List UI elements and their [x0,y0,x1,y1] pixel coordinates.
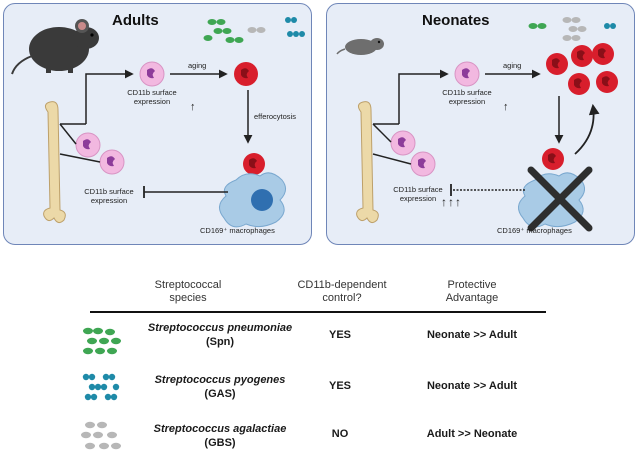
cd11b-label: CD11b surface expression [393,185,443,203]
bone-connector [59,153,101,163]
release-arrow [85,69,134,124]
bone-icon [43,101,66,224]
up-arrow-icon: ↑ [190,101,196,113]
release-arrow [398,69,449,124]
advantage-cell: Neonate >> Adult [426,380,518,392]
header-advantage: Protective Advantage [445,279,499,304]
bone-connector [372,123,392,143]
control-cell: YES [328,380,351,392]
macrophages-label: CD169⁺ macrophages [200,226,275,235]
gbs-bacteria-icon [81,421,121,450]
macrophage-icon [219,172,286,228]
gbs-bacteria-icon [247,27,266,33]
cd11b-label: CD11b surface expression [442,88,492,106]
gbs-bacteria-icon [562,17,587,41]
table-row: Streptococcus agalactiae [153,423,287,435]
neutrophil-icon [139,61,165,87]
aged-neutrophil-icon [243,153,265,175]
neutrophil-icon [454,61,480,87]
neutrophil-icon [75,132,101,158]
efferocytosis-label: efferocytosis [254,112,296,121]
panel-title: Neonates [422,12,490,29]
aged-neutrophil-icon [571,45,593,67]
table-row: Streptococcus pneumoniae [147,322,293,334]
aging-label: aging [503,61,522,70]
aging-label: aging [188,61,207,70]
table-rule [90,311,546,313]
adults-panel: Adults aging CD11b surface expression ↑ … [3,3,312,245]
triple-up-arrow-icon: ↑↑↑ [441,195,462,209]
header-species: Streptococcal species [154,279,222,304]
neonate-mouse-icon [336,38,384,55]
aged-neutrophil-icon [234,62,258,86]
control-cell: NO [331,428,349,440]
advantage-cell: Adult >> Neonate [426,428,518,440]
aged-neutrophil-icon [596,71,618,93]
header-control: CD11b-dependent control? [297,279,387,304]
spn-bacteria-icon [528,23,547,29]
panel-title: Adults [112,12,159,29]
macrophages-label: CD169⁺ macrophages [497,226,572,235]
bone-connector [59,123,77,145]
advantage-cell: Neonate >> Adult [426,329,518,341]
up-arrow-icon: ↑ [503,101,509,113]
aged-neutrophil-icon [542,148,564,170]
neutrophil-icon [390,130,416,156]
gas-bacteria-icon [604,23,616,29]
spn-bacteria-icon [83,327,121,355]
return-arrow [574,103,600,155]
species-abbr: (GAS) [204,388,236,400]
species-abbr: (Spn) [205,336,235,348]
species-abbr: (GBS) [204,437,236,449]
aged-neutrophil-icon [568,73,590,95]
cd11b-label: CD11b surface expression [127,88,177,106]
neutrophil-icon [410,151,436,177]
aged-neutrophil-icon [592,43,614,65]
gas-bacteria-icon [285,17,305,37]
aged-neutrophil-icon [546,53,568,75]
neutrophil-icon [99,149,125,175]
bone-connector [372,153,412,165]
gas-bacteria-icon [82,373,120,401]
neonates-diagram [336,17,618,232]
cross-icon [527,166,593,232]
control-cell: YES [328,329,351,341]
adults-diagram [11,17,305,228]
cd11b-label: CD11b surface expression [84,187,134,205]
table-row: Streptococcus pyogenes [154,374,286,386]
spn-bacteria-icon [203,19,244,43]
adult-mouse-icon [11,19,99,75]
bone-icon [356,101,379,224]
neonates-panel: Neonates aging CD11b surface expression … [326,3,635,245]
